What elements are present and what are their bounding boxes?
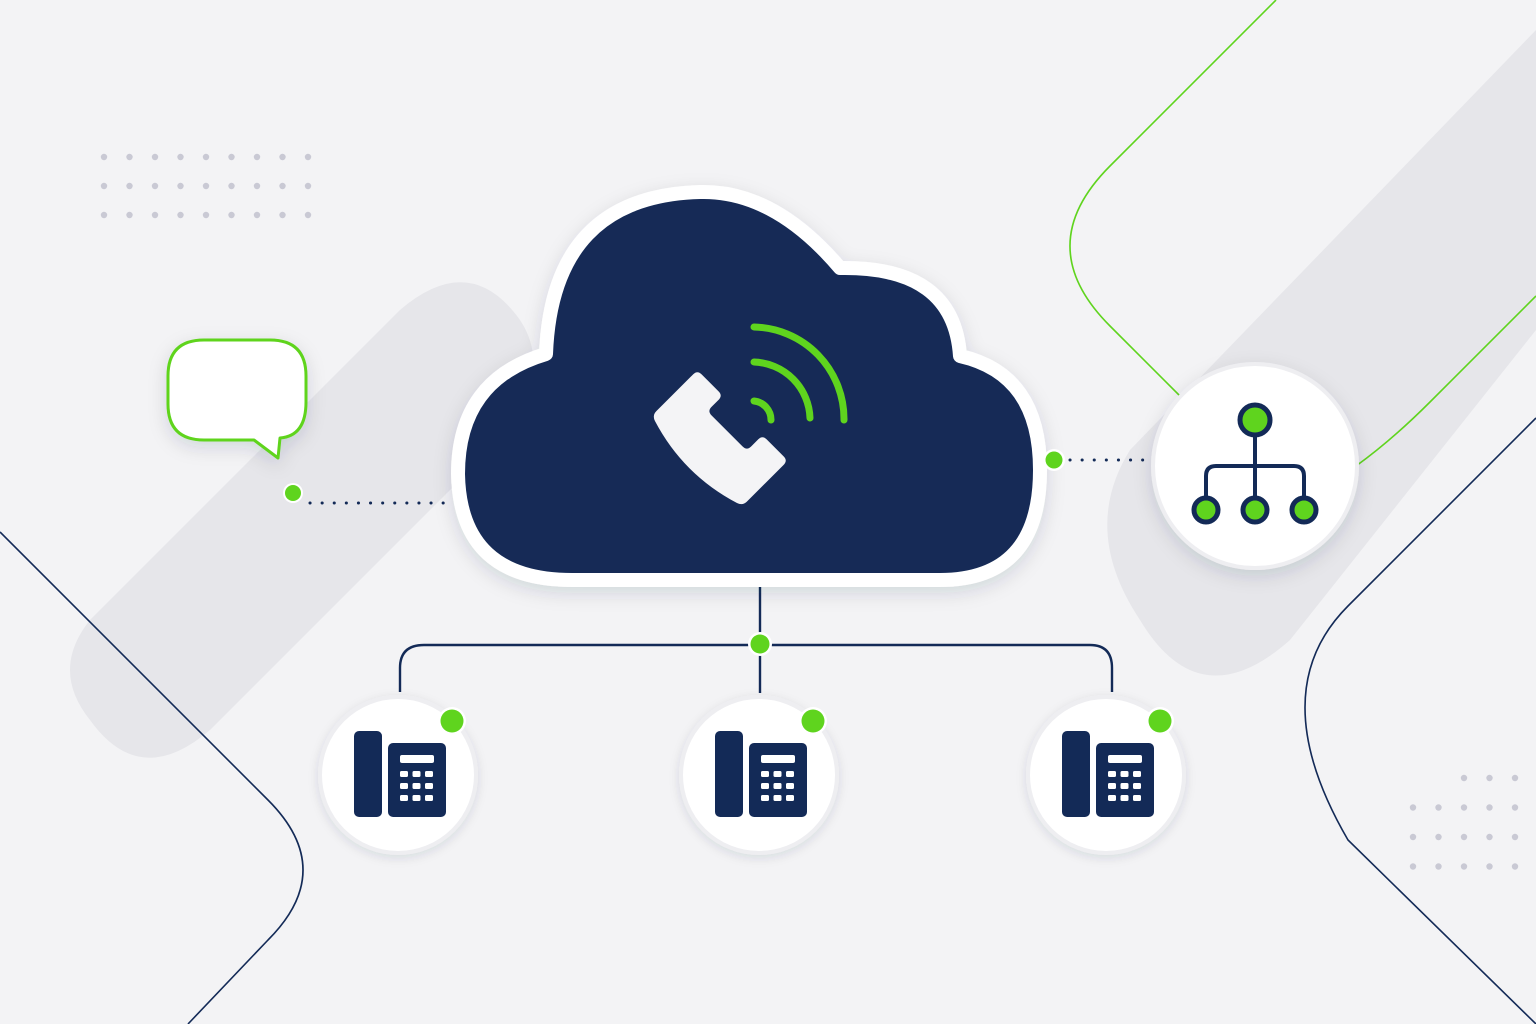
connectors: [283, 458, 1152, 693]
grid-dot: [253, 153, 261, 161]
grid-dot: [202, 182, 210, 190]
grid-dot: [151, 211, 159, 219]
bg-band-left: [70, 282, 534, 758]
grid-dot: [202, 211, 210, 219]
grid-dot: [1409, 863, 1417, 870]
desk-phone-icon: [715, 731, 807, 817]
grid-dot: [100, 211, 108, 219]
grid-dot: [126, 182, 133, 190]
signal-waves-icon: [750, 323, 848, 424]
cloud-shape: [451, 184, 1047, 587]
grid-dot: [228, 182, 235, 190]
grid-dot: [304, 153, 312, 161]
grid-dot: [126, 211, 133, 219]
grid-dot: [177, 182, 184, 190]
grid-dot: [253, 211, 261, 219]
grid-dot: [100, 153, 108, 161]
online-status-dot: [801, 709, 825, 733]
grid-dot: [1486, 774, 1493, 782]
endpoint-node: [1026, 695, 1186, 855]
org-chart-hierarchy-icon: [1191, 402, 1319, 525]
grid-dot: [1435, 804, 1442, 811]
grid-dot: [1511, 863, 1519, 870]
grid-dot: [1460, 804, 1468, 811]
desk-phone-icon: [354, 731, 446, 817]
grid-dot: [1511, 833, 1519, 841]
grid-dot: [177, 211, 184, 219]
grid-dot: [228, 153, 235, 161]
bg-line-left: [0, 531, 304, 1024]
grid-dot: [151, 182, 159, 190]
grid-dot: [228, 211, 235, 219]
grid-dot: [126, 153, 133, 161]
phone-handset-icon: [653, 372, 786, 505]
grid-dot: [100, 182, 108, 190]
grid-dot: [151, 153, 159, 161]
grid-dot: [1511, 804, 1519, 811]
grid-dot: [1460, 833, 1468, 841]
grid-dot: [279, 211, 286, 219]
grid-dot: [1435, 833, 1442, 841]
grid-dot: [304, 182, 312, 190]
endpoint-phones: [318, 695, 1186, 855]
bg-line-right: [1304, 417, 1536, 1024]
connector-dot-left-fill: [285, 485, 301, 501]
grid-dot: [1511, 774, 1519, 782]
online-status-dot: [440, 709, 464, 733]
speech-bubble-node: [166, 338, 308, 460]
grid-dot: [279, 153, 286, 161]
grid-dot: [1460, 774, 1468, 782]
endpoint-node: [679, 695, 839, 855]
bg-green-line-top: [1069, 0, 1277, 403]
grid-dot: [253, 182, 261, 190]
grid-dot: [202, 153, 210, 161]
grid-dot: [1409, 804, 1417, 811]
bg-green-line-right: [1355, 295, 1536, 467]
connector-dot-right-fill: [1045, 451, 1063, 469]
speech-bubble-icon: [166, 338, 308, 460]
grid-dot: [1486, 863, 1493, 870]
grid-dot: [1486, 804, 1493, 811]
org-chart-node: [1151, 362, 1359, 570]
grid-dot: [1486, 833, 1493, 841]
grid-dot: [1435, 863, 1442, 870]
grid-dot: [304, 211, 312, 219]
dot-grid-bottom-right: [1409, 774, 1519, 870]
online-status-dot: [1148, 709, 1172, 733]
dot-grid-top-left: [100, 153, 312, 219]
grid-dot: [279, 182, 286, 190]
desk-phone-icon: [1062, 731, 1154, 817]
cloud-hub: [451, 184, 1047, 587]
grid-dot: [1409, 833, 1417, 841]
grid-dot: [1460, 863, 1468, 870]
endpoint-node: [318, 695, 478, 855]
grid-dot: [177, 153, 184, 161]
junction-dot-fill: [750, 634, 770, 654]
